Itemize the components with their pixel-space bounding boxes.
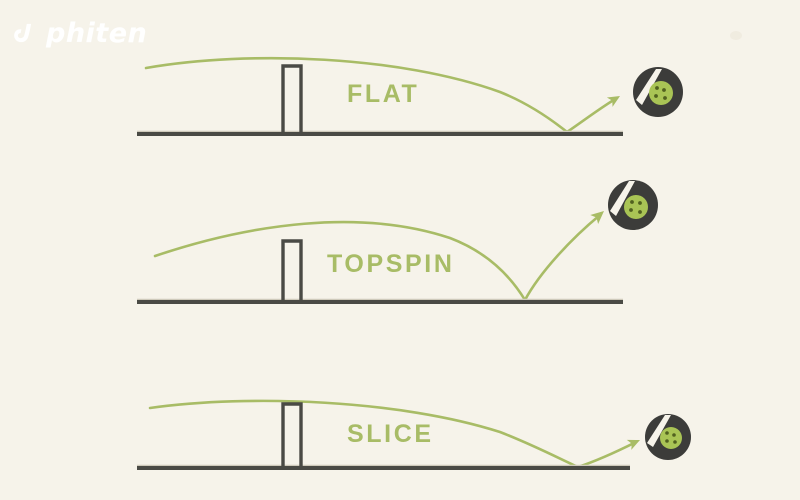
- shot-row-slice: [137, 399, 691, 470]
- pickleball-hole: [630, 200, 634, 204]
- phiten-swirl-icon: [14, 23, 32, 43]
- pickleball-hole: [654, 94, 658, 98]
- shot-row-flat: [137, 56, 683, 136]
- pickleball-hole: [629, 208, 633, 212]
- trajectory-outgoing-flat: [565, 96, 619, 134]
- motion-slash-slice: [647, 415, 671, 447]
- trajectory-outgoing-topspin: [523, 213, 602, 302]
- pickleball-hole: [638, 210, 642, 214]
- net-slice: [281, 402, 303, 468]
- trajectory-incoming-slice: [148, 399, 580, 469]
- pickleball-hole: [662, 88, 666, 92]
- pickleball-hole: [655, 86, 659, 90]
- arrowhead-flat: [606, 96, 620, 107]
- trajectory-outgoing-slice: [576, 440, 638, 469]
- pickleball-hole: [665, 439, 669, 443]
- brand-name: phiten: [46, 17, 148, 49]
- ball-badge-flat: [633, 67, 683, 117]
- pickleball-hole: [672, 433, 676, 437]
- pickleball-topspin: [624, 195, 648, 219]
- shot-row-topspin: [137, 180, 658, 304]
- net-flat: [281, 64, 303, 134]
- motion-slash-topspin: [610, 181, 635, 216]
- background-speck: [730, 31, 742, 40]
- shot-label-topspin: TOPSPIN: [327, 250, 455, 278]
- motion-slash-flat: [636, 69, 662, 105]
- ball-badge-slice: [645, 414, 691, 460]
- trajectory-incoming-topspin: [153, 220, 527, 302]
- arrowhead-topspin: [590, 211, 604, 225]
- arrowhead-slice: [626, 439, 640, 450]
- shot-label-slice: SLICE: [347, 420, 434, 448]
- pickleball-hole: [638, 201, 642, 205]
- shot-label-flat: FLAT: [347, 80, 420, 108]
- pickleball-hole: [665, 431, 669, 435]
- pickleball-flat: [649, 81, 673, 105]
- net-topspin: [281, 239, 303, 302]
- pickleball-slice: [660, 427, 682, 449]
- brand-logo: phiten: [10, 18, 147, 48]
- pickleball-hole: [673, 440, 677, 444]
- pickleball-hole: [663, 96, 667, 100]
- trajectory-incoming-flat: [144, 56, 569, 134]
- ball-badge-topspin: [608, 180, 658, 230]
